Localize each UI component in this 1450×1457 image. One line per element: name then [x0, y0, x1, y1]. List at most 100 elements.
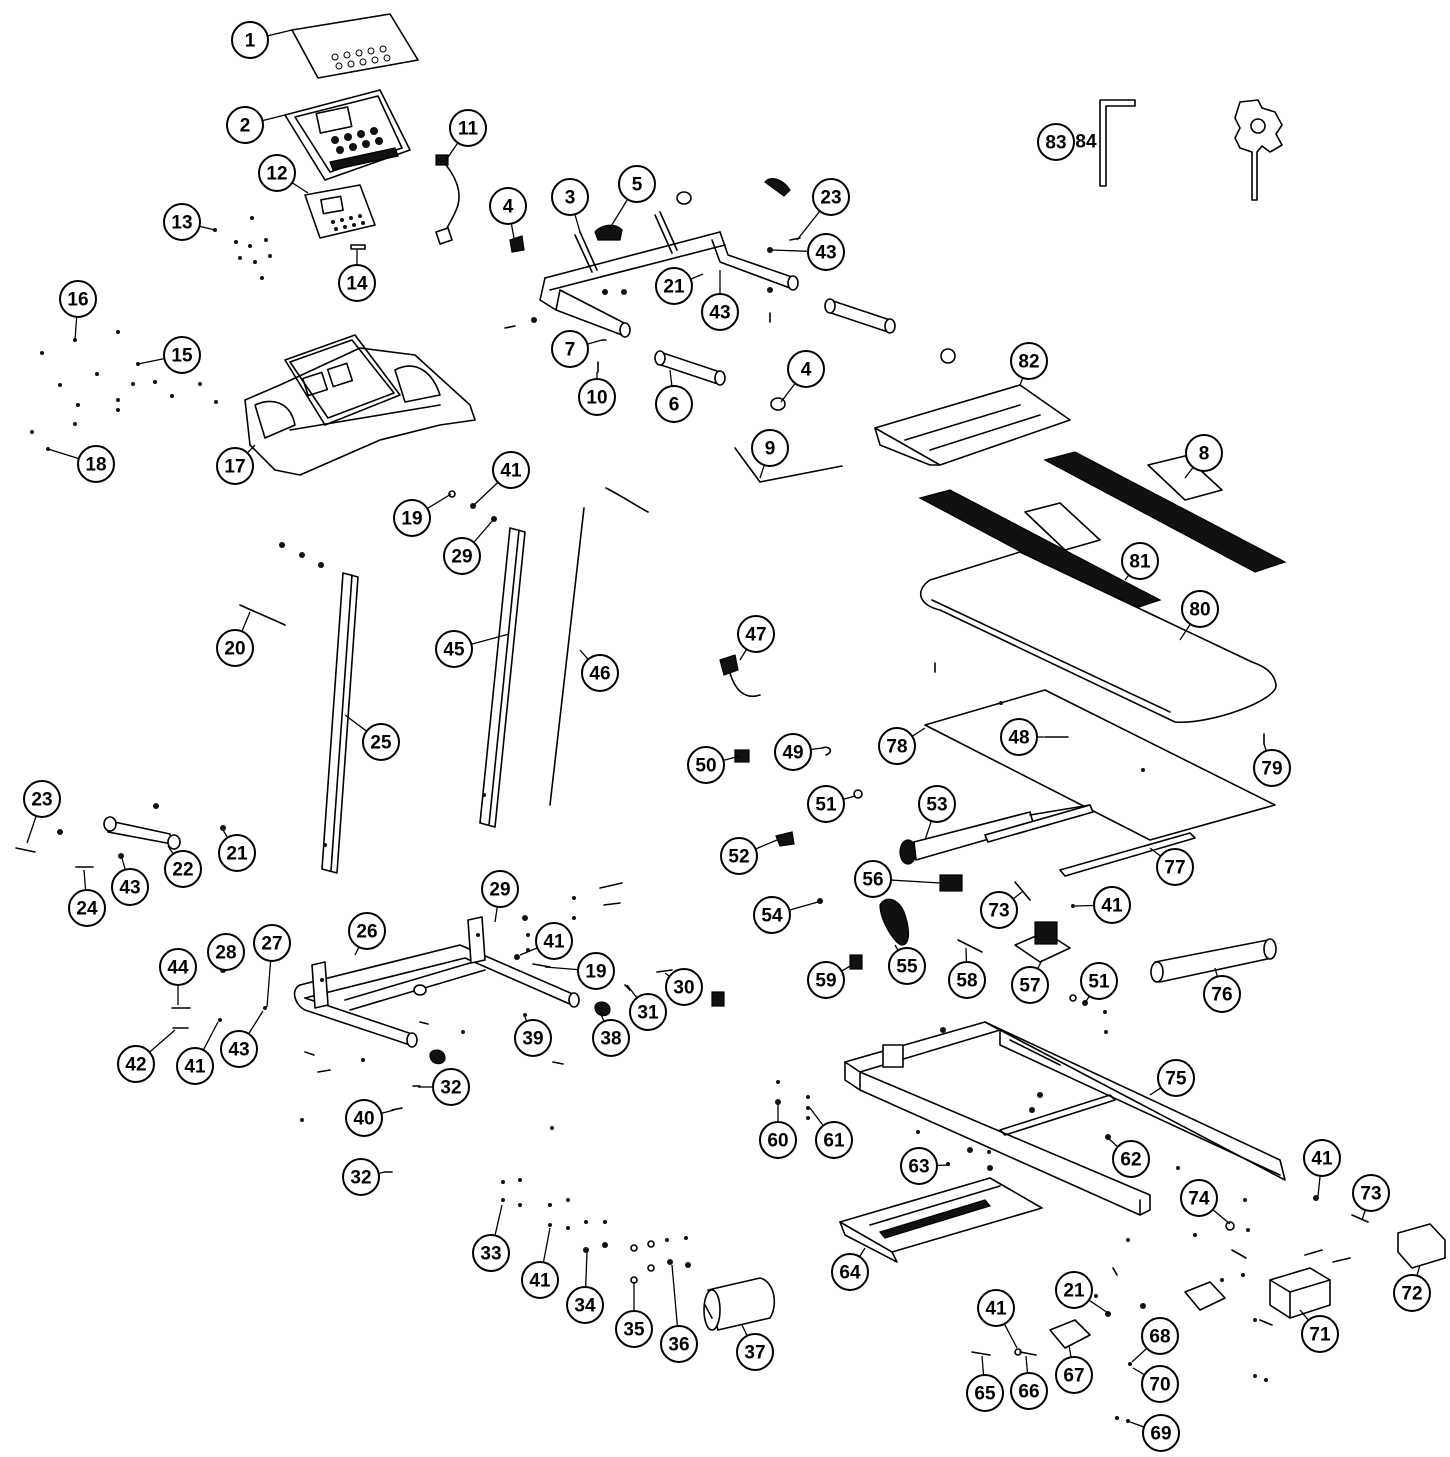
callout-circle — [737, 615, 775, 653]
leader-line — [1263, 743, 1267, 752]
parts-layer — [15, 13, 1446, 1423]
callout-number: 19 — [585, 962, 606, 983]
main-frame — [844, 1021, 1286, 1216]
callout-26: 26 — [348, 912, 386, 950]
callout-63: 63 — [900, 1147, 938, 1185]
callout-32: 32 — [432, 1068, 470, 1106]
callout-circle — [348, 912, 386, 950]
callout-35: 35 — [615, 1310, 653, 1348]
callout-number: 71 — [1309, 1325, 1331, 1346]
callout-33: 33 — [472, 1234, 510, 1272]
callout-20: 20 — [216, 629, 254, 667]
leader-line — [894, 944, 899, 951]
callout-43: 43 — [807, 233, 845, 271]
callout-9: 9 — [751, 429, 789, 467]
callout-circle — [111, 868, 149, 906]
callout-circle — [1093, 886, 1131, 924]
leader-line — [1132, 1367, 1145, 1376]
callout-number: 38 — [600, 1029, 621, 1050]
motor-bracket — [1014, 921, 1071, 963]
callout-23: 23 — [23, 780, 61, 818]
callout-circle — [900, 1147, 938, 1185]
grip-tube-right — [824, 298, 896, 334]
leader-line — [291, 182, 309, 194]
leader-line — [981, 1355, 985, 1376]
callout-73: 73 — [1352, 1174, 1390, 1212]
callout-circle — [665, 968, 703, 1006]
callout-circle — [980, 891, 1018, 929]
leader-line — [473, 481, 499, 506]
callout-21: 21 — [1055, 1271, 1093, 1309]
callout-circle — [1010, 1372, 1048, 1410]
callout-number: 70 — [1149, 1375, 1170, 1396]
callout-circle — [23, 780, 61, 818]
callout-number: 42 — [125, 1055, 146, 1076]
callout-circle — [345, 1099, 383, 1137]
callout-number: 74 — [1188, 1189, 1210, 1210]
callout-21: 21 — [655, 267, 693, 305]
leader-line — [344, 714, 367, 732]
handrail-frame — [504, 178, 801, 373]
callout-number: 46 — [589, 664, 610, 685]
callout-circle — [581, 654, 619, 692]
callout-circle — [220, 1030, 258, 1068]
leader-line — [519, 947, 538, 956]
leader-line — [843, 795, 856, 800]
callout-circle — [1157, 1059, 1195, 1097]
leader-line — [1068, 1344, 1072, 1358]
callout-number: 63 — [908, 1157, 929, 1178]
callout-28: 28 — [207, 933, 245, 971]
callout-19: 19 — [393, 499, 431, 537]
callout-circle — [618, 165, 656, 203]
callout-circle — [1055, 1356, 1093, 1394]
callout-71: 71 — [1301, 1315, 1339, 1353]
callout-number: 20 — [224, 639, 245, 660]
leader-line — [202, 1021, 219, 1051]
motor-tray — [839, 1177, 1043, 1263]
callout-number: 51 — [1088, 972, 1110, 993]
callout-number: 29 — [489, 880, 510, 901]
callout-68: 68 — [1141, 1317, 1179, 1355]
callout-circle — [216, 447, 254, 485]
leader-line — [1416, 1264, 1421, 1276]
leader-line — [723, 755, 741, 762]
callout-43: 43 — [701, 293, 739, 331]
callout-number: 13 — [171, 213, 192, 234]
callout-circle — [1393, 1274, 1431, 1312]
leader-line — [266, 960, 272, 1008]
callout-circle — [231, 21, 269, 59]
callout-77: 77 — [1156, 848, 1194, 886]
callout-number: 34 — [574, 1296, 596, 1317]
drive-belt — [879, 898, 909, 946]
leader-line — [1019, 377, 1024, 386]
callout-circle — [1181, 590, 1219, 628]
leader-line — [47, 448, 80, 460]
leader-line — [381, 1109, 395, 1114]
callout-circle — [514, 1019, 552, 1057]
callout-15: 15 — [163, 336, 201, 374]
front-roller — [899, 804, 1196, 877]
callout-number: 81 — [1129, 552, 1151, 573]
callout-41: 41 — [1303, 1139, 1341, 1177]
callout-64: 64 — [831, 1253, 869, 1291]
leader-line — [789, 901, 819, 911]
callout-number: 11 — [458, 119, 479, 140]
callout-circle — [977, 1289, 1015, 1327]
callout-number: 39 — [522, 1029, 543, 1050]
callout-circle — [77, 445, 115, 483]
callout-number: 50 — [695, 756, 716, 777]
callout-49: 49 — [774, 733, 812, 771]
leader-line — [574, 214, 581, 233]
callout-number: 56 — [862, 870, 883, 891]
leader-line — [267, 29, 293, 37]
leader-line — [579, 649, 589, 660]
callout-circle — [751, 429, 789, 467]
callout-circle — [854, 860, 892, 898]
leader-line — [354, 946, 360, 956]
leader-line — [83, 869, 87, 891]
callout-80: 80 — [1181, 590, 1219, 628]
callout-circle — [338, 264, 376, 302]
callout-number: 8 — [1199, 444, 1210, 465]
callout-number: 24 — [76, 899, 98, 920]
callout-circle — [163, 203, 201, 241]
